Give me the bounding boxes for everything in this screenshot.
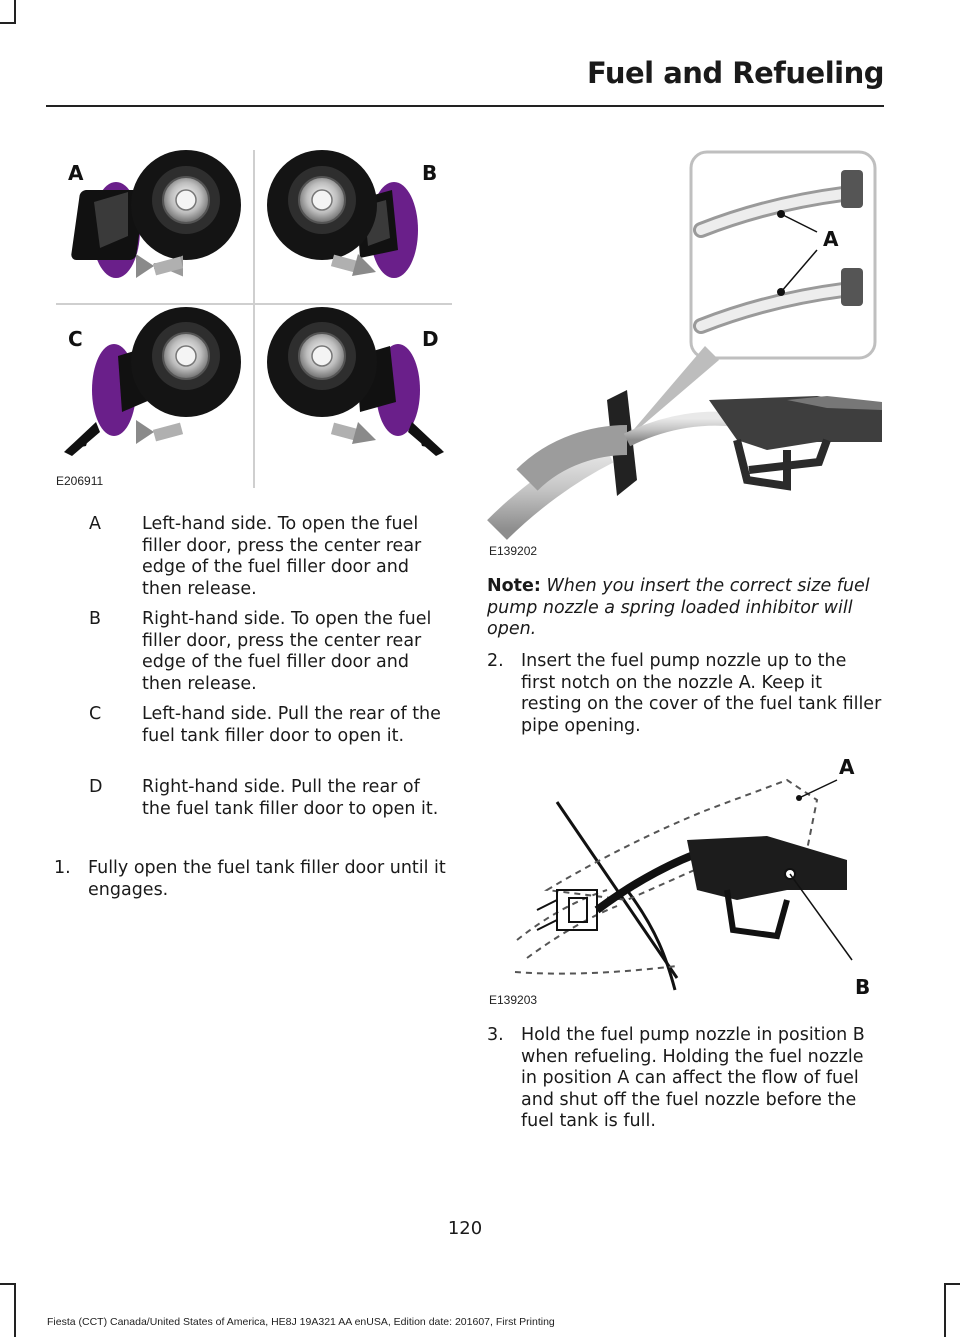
legend-key: A	[89, 514, 101, 534]
header-rule	[46, 105, 884, 107]
panel-label-c: C	[68, 327, 83, 351]
note-label: Note:	[487, 576, 541, 596]
crop-mark	[944, 1283, 946, 1337]
crop-mark	[0, 1283, 16, 1285]
footer-text: Fiesta (CCT) Canada/United States of Ame…	[47, 1316, 555, 1328]
step-text: Insert the fuel pump nozzle up to the fi…	[521, 651, 882, 736]
filler-door-figure: A B C D	[56, 150, 452, 488]
figure-code: E139202	[489, 544, 538, 558]
panel-a	[71, 150, 241, 278]
legend-text: Left-hand side. Pull the rear of the fue…	[142, 704, 441, 746]
crop-mark	[14, 1283, 16, 1337]
panel-label-a: A	[68, 161, 84, 185]
step-text: Hold the fuel pump nozzle in position B …	[521, 1025, 865, 1131]
panel-b	[267, 150, 418, 278]
callout-label-b: B	[855, 975, 870, 999]
page-number: 120	[447, 1218, 483, 1239]
page-title: Fuel and Refueling	[586, 56, 885, 90]
step-number: 2.	[487, 651, 504, 671]
figure-code: E206911	[56, 474, 104, 488]
nozzle-position-figure: A B	[487, 740, 882, 1002]
legend-key: C	[89, 704, 102, 724]
step-number: 3.	[487, 1025, 504, 1045]
panel-label-d: D	[422, 327, 439, 351]
step-text: Fully open the fuel tank filler door unt…	[88, 858, 446, 900]
crop-mark	[14, 0, 16, 24]
panel-label-b: B	[422, 161, 437, 185]
figure-code: E139203	[489, 993, 538, 1007]
note: Note: When you insert the correct size f…	[487, 576, 882, 641]
inset-label-a: A	[823, 227, 839, 251]
crop-mark	[0, 22, 16, 24]
step-number: 1.	[54, 858, 71, 878]
legend-key: D	[89, 777, 103, 797]
legend-text: Right-hand side. Pull the rear of the fu…	[142, 777, 439, 819]
note-text: When you insert the correct size fuel pu…	[487, 576, 870, 639]
crop-mark	[944, 1283, 960, 1285]
legend-text: Left-hand side. To open the fuel filler …	[142, 514, 422, 599]
panel-d	[267, 307, 444, 456]
legend-text: Right-hand side. To open the fuel filler…	[142, 609, 432, 694]
nozzle-figure: A	[487, 150, 882, 542]
legend-key: B	[89, 609, 102, 629]
panel-c	[64, 307, 241, 456]
callout-label-a: A	[839, 755, 855, 779]
